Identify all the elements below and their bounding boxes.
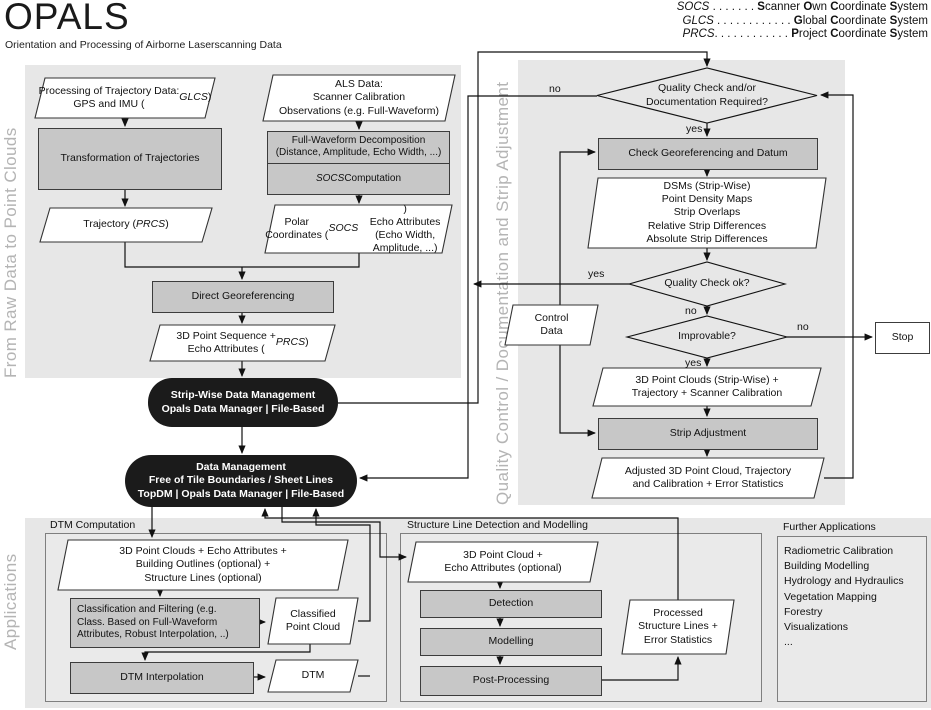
- decision-shape-improvable: [624, 315, 790, 359]
- process-direct-georeferencing-label: Direct Georeferencing: [191, 290, 295, 303]
- legend-entry-glcs: GLCS . . . . . . . . . . . . Global Coor…: [682, 14, 928, 27]
- arrow-postproc-to-processedsl: [600, 656, 682, 681]
- io-shape-dsm: [587, 177, 827, 249]
- io-point-sequence: 3D Point Sequence +Echo Attributes (PRCS…: [176, 329, 309, 355]
- io-shape-adjusted-pointcloud: [591, 457, 825, 499]
- io-dtm: DTM: [301, 669, 325, 682]
- branch-label-no-qc-ok: no: [685, 305, 697, 317]
- io-shape-control-data: [504, 304, 599, 346]
- io-shape-point-sequence: [149, 324, 336, 362]
- io-polar-coordinates: Polar Coordinates (SOCS)Echo Attributes …: [265, 202, 441, 255]
- process-modelling-label: Modelling: [488, 635, 534, 648]
- process-detection-label: Detection: [488, 597, 534, 610]
- decision-qc-ok: Quality Check ok?: [664, 277, 750, 290]
- decision-shape-qc-required: [596, 67, 818, 124]
- arrow-datamgmt-to-slinput: [281, 507, 407, 561]
- branch-label-yes-improvable: yes: [685, 357, 702, 369]
- branch-label-no-improvable: no: [797, 321, 809, 333]
- process-dtm-interpolation-label: DTM Interpolation: [120, 671, 204, 684]
- io-trajectory: Trajectory (PRCS): [83, 218, 169, 231]
- process-post-processing-label: Post-Processing: [472, 674, 550, 687]
- arrow-classifiedpc-to-dtminterp: [141, 644, 311, 661]
- decision-improvable: Improvable?: [678, 330, 736, 343]
- connectors: [121, 51, 873, 681]
- io-shape-proc-trajectory: [34, 77, 216, 119]
- process-transformation-label: Transformation of Trajectories: [60, 152, 200, 165]
- process-strip-adjustment: Strip Adjustment: [598, 418, 818, 450]
- process-modelling: Modelling: [420, 628, 602, 656]
- io-shape-classified-pointcloud: [267, 597, 359, 645]
- process-direct-georeferencing: Direct Georeferencing: [152, 281, 334, 313]
- io-shape-processed-structure-lines: [621, 599, 735, 655]
- decision-shape-qc-ok: [626, 261, 788, 307]
- process-fwf-top-label: Full-Waveform Decomposition(Distance, Am…: [275, 134, 442, 159]
- process-socs-computation-label: SOCS Computation: [268, 162, 449, 195]
- arrow-stripdm-to-qcrequired: [338, 51, 711, 404]
- arrow-classifiedpc-to-datamgmt: [312, 508, 371, 622]
- io-sl-input: 3D Point Cloud +Echo Attributes (optiona…: [444, 548, 562, 574]
- arrow-adjusted-back-to-qcrequired: [820, 91, 854, 479]
- io-shape-trajectory: [39, 207, 213, 243]
- section-label-structure-line: Structure Line Detection and Modelling: [407, 519, 588, 531]
- process-strip-adjustment-label: Strip Adjustment: [669, 427, 747, 440]
- legend-entry-socs: SOCS . . . . . . . Scanner Own Coordinat…: [676, 1, 928, 13]
- section-label-further-apps: Further Applications: [783, 521, 876, 533]
- process-check-georeferencing: Check Georeferencing and Datum: [598, 138, 818, 170]
- branch-label-yes-qc-required: yes: [686, 123, 703, 135]
- process-check-georeferencing-label: Check Georeferencing and Datum: [628, 147, 788, 160]
- arrow-processedsl-to-datamgmt: [261, 508, 679, 600]
- further-applications-box: [777, 536, 927, 702]
- decision-shapes: [596, 67, 818, 359]
- stop-label: Stop: [891, 331, 914, 344]
- process-classification-filtering: Classification and Filtering (e.g.Class.…: [70, 598, 260, 648]
- io-shape-sl-input: [407, 541, 599, 583]
- branch-label-yes-qc-ok: yes: [588, 268, 605, 280]
- branch-label-no-qc-required: no: [549, 83, 561, 95]
- arrow-qcrequired-no-to-datamgmt: [359, 95, 597, 482]
- section-label-dtm: DTM Computation: [50, 519, 136, 531]
- arrow-controldata-to-stripadj: [559, 345, 596, 437]
- io-dtm-input: 3D Point Clouds + Echo Attributes +Build…: [119, 545, 287, 584]
- io-shapes: [34, 74, 827, 693]
- io-shape-dtm: [267, 659, 359, 693]
- io-shape-als-data: [262, 74, 456, 122]
- page-subtitle: Orientation and Processing of Airborne L…: [5, 39, 282, 51]
- stop-node: Stop: [875, 322, 930, 354]
- io-shape-pointclouds-stripwise: [592, 367, 822, 407]
- legend-entry-prcs: PRCS. . . . . . . . . . . . Project Coor…: [682, 28, 928, 41]
- io-pointclouds-stripwise: 3D Point Clouds (Strip-Wise) +Trajectory…: [631, 373, 783, 399]
- process-dtm-interpolation: DTM Interpolation: [70, 662, 254, 694]
- process-classification-label: Classification and Filtering (e.g.Class.…: [77, 604, 229, 641]
- io-shape-dtm-input: [57, 539, 349, 591]
- process-transformation: Transformation of Trajectories: [38, 128, 222, 190]
- io-shape-polar-coordinates: [264, 204, 453, 254]
- process-fwf-decomposition: Full-Waveform Decomposition(Distance, Am…: [267, 131, 450, 195]
- process-detection: Detection: [420, 590, 602, 618]
- process-post-processing: Post-Processing: [420, 666, 602, 696]
- io-proc-trajectory: Processing of Trajectory Data:GPS and IM…: [38, 84, 212, 110]
- arrow-controldata-to-checkgeo: [559, 148, 596, 305]
- page-title: OPALS: [4, 0, 130, 37]
- coordinate-system-legend: SOCS . . . . . . . Scanner Own Coordinat…: [628, 1, 928, 42]
